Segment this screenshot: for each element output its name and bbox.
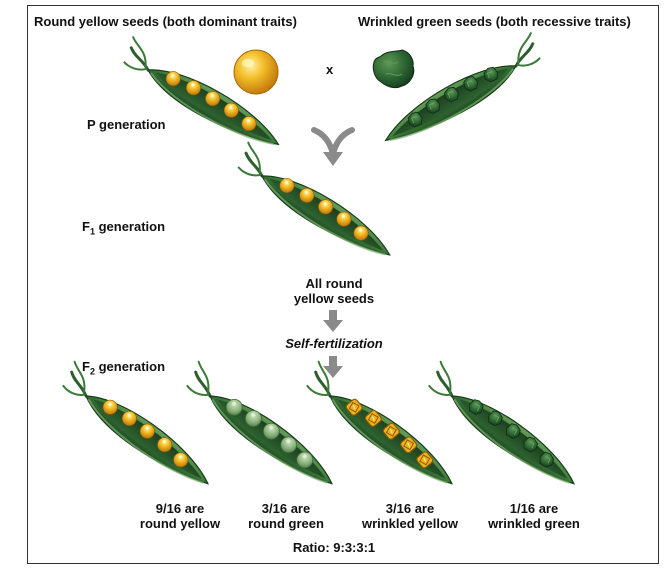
figure-frame [27, 5, 659, 564]
round-yellow-seed-icon [233, 49, 279, 95]
left-parent-title: Round yellow seeds (both dominant traits… [34, 14, 297, 29]
cross-symbol: x [326, 62, 334, 77]
down-arrow-icon [323, 356, 343, 378]
self-fertilization-label: Self-fertilization [285, 336, 383, 351]
f2-pod-round-yellow [56, 360, 217, 498]
f2-generation-label: F2 generation [82, 359, 166, 377]
f1-result-label: All round yellow seeds [293, 276, 375, 306]
merge-arrow-icon [311, 127, 355, 166]
right-parent-title: Wrinkled green seeds (both recessive tra… [358, 14, 631, 29]
wrinkled-green-seed-icon [372, 49, 415, 89]
f1-generation-label: F1 generation [82, 219, 166, 237]
down-arrow-icon [323, 310, 343, 332]
ratio-label: Ratio: 9:3:3:1 [292, 540, 376, 555]
f1-pod-round-yellow [231, 141, 398, 270]
p-generation-label: P generation [87, 117, 166, 132]
